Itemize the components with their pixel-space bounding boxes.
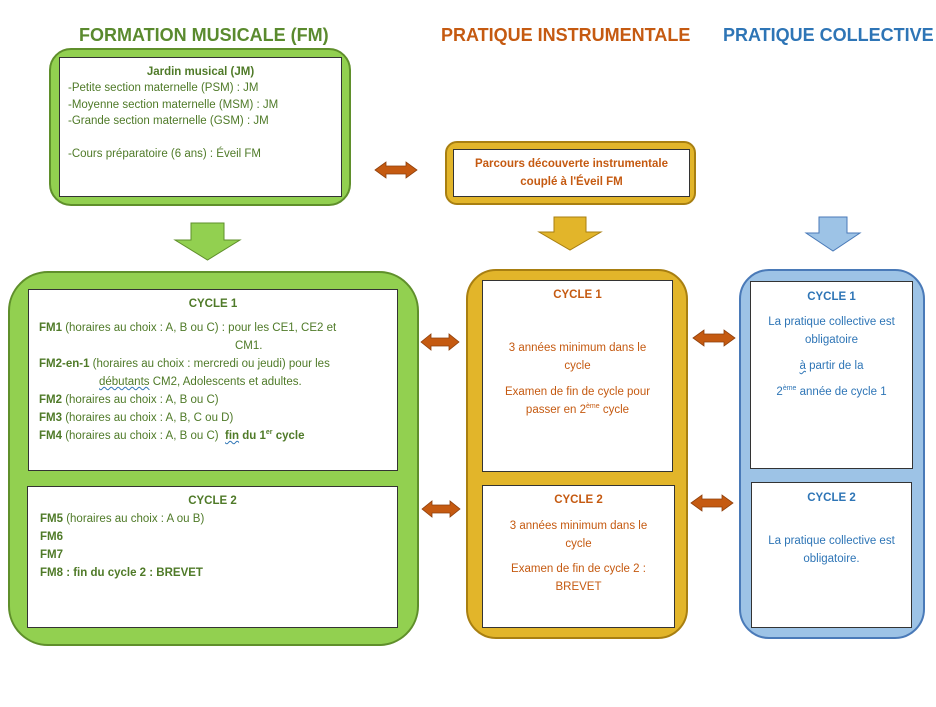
- pi-cycle1-line: Examen de fin de cycle pour: [504, 386, 651, 398]
- fm2-code: FM2: [39, 394, 62, 406]
- pc-cycle1-l3a: à: [799, 360, 806, 372]
- pi-cycle2-line: BREVET: [555, 581, 602, 593]
- pc-cycle1-l4b: année de cycle 1: [796, 386, 887, 398]
- double-arrow-icon: [690, 494, 734, 512]
- pi-cycle1-line: 3 années minimum dans le: [508, 342, 647, 354]
- fm1-code: FM1: [39, 322, 62, 334]
- pc-column-title: PRATIQUE COLLECTIVE: [723, 25, 934, 45]
- fm2-text: (horaires au choix : A, B ou C): [62, 394, 219, 406]
- fm4-text: (horaires au choix : A, B ou C): [62, 430, 219, 442]
- pc-cycle1-line: La pratique collective est: [768, 316, 895, 328]
- fm3-line: FM3 (horaires au choix : A, B, C ou D): [39, 409, 387, 427]
- jardin-line: -Moyenne section maternelle (MSM) : JM: [68, 98, 279, 111]
- fm2en1-line2: débutants CM2, Adolescents et adultes.: [39, 373, 387, 391]
- pi-cycle1-l4a: passer en 2: [525, 404, 587, 416]
- pc-cycle1-box: CYCLE 1 La pratique collective est oblig…: [750, 281, 913, 469]
- fm-column-title: FORMATION MUSICALE (FM): [79, 25, 329, 45]
- fm1-line: FM1 (horaires au choix : A, B ou C) : po…: [39, 319, 387, 337]
- fm2en1-code: FM2-en-1: [39, 358, 90, 370]
- fm5-code: FM5: [40, 513, 63, 525]
- pc-cycle1-line: 2ème année de cycle 1: [751, 383, 912, 401]
- pc-cycle1-title: CYCLE 1: [807, 291, 856, 303]
- pc-cycle2-line: La pratique collective est: [768, 535, 895, 547]
- pi-cycle2-title: CYCLE 2: [554, 494, 603, 506]
- pc-cycle1-line: à partir de la: [751, 357, 912, 375]
- pi-cycle2-line: 3 années minimum dans le: [509, 520, 648, 532]
- parcours-line: Parcours découverte instrumentale: [474, 158, 668, 170]
- jardin-box: Jardin musical (JM) -Petite section mate…: [59, 57, 342, 197]
- parcours-box: Parcours découverte instrumentale couplé…: [453, 149, 690, 197]
- fm6-line: FM6: [40, 531, 63, 543]
- double-arrow-icon: [692, 329, 736, 347]
- fm4-fin: fin: [225, 430, 240, 442]
- pc-cycle2-title: CYCLE 2: [807, 492, 856, 504]
- parcours-line: couplé à l'Éveil FM: [520, 176, 623, 188]
- jardin-line: -Cours préparatoire (6 ans) : Éveil FM: [68, 147, 262, 160]
- pi-cycle2-line: cycle: [565, 538, 592, 550]
- fm4-sup: er: [265, 429, 273, 437]
- fm7-line: FM7: [40, 549, 63, 561]
- fm2en1-debutants: débutants: [99, 376, 150, 388]
- pi-cycle1-box: CYCLE 1 3 années minimum dans le cycle E…: [482, 280, 673, 472]
- fm8-line: FM8 : fin du cycle 2 : BREVET: [40, 564, 385, 582]
- fm2en1-line: FM2-en-1 (horaires au choix : mercredi o…: [39, 355, 387, 373]
- down-arrow-icon: [173, 222, 242, 261]
- jardin-line: -Grande section maternelle (GSM) : JM: [68, 115, 269, 127]
- fm5-text: (horaires au choix : A ou B): [63, 513, 205, 525]
- fm8-text: : fin du cycle 2 : BREVET: [63, 567, 203, 579]
- fm-cycle2-title: CYCLE 2: [188, 495, 237, 507]
- down-arrow-icon: [537, 216, 603, 251]
- pi-cycle1-sup: ème: [586, 403, 600, 411]
- fm1-line2: CM1.: [235, 340, 263, 352]
- fm-cycle2-box: CYCLE 2 FM5 (horaires au choix : A ou B)…: [27, 486, 398, 628]
- pi-cycle2-line: Examen de fin de cycle 2 :: [511, 563, 646, 575]
- pi-cycle2-box: CYCLE 2 3 années minimum dans le cycle E…: [482, 485, 675, 628]
- fm4-line: FM4 (horaires au choix : A, B ou C) fin …: [39, 427, 387, 445]
- pc-cycle1-line: obligatoire: [804, 334, 859, 346]
- pi-column-title: PRATIQUE INSTRUMENTALE: [441, 25, 691, 45]
- fm1-text: (horaires au choix : A, B ou C) : pour l…: [62, 322, 337, 334]
- jardin-title: Jardin musical (JM): [146, 66, 255, 78]
- fm5-line: FM5 (horaires au choix : A ou B): [40, 510, 385, 528]
- pi-cycle1-l4b: cycle: [599, 404, 630, 416]
- pi-cycle1-line: passer en 2ème cycle: [483, 401, 672, 419]
- pc-cycle2-line: obligatoire.: [803, 553, 860, 565]
- pi-cycle1-title: CYCLE 1: [553, 289, 602, 301]
- pc-cycle1-sup: ème: [782, 385, 797, 393]
- fm8-code: FM8: [40, 567, 63, 579]
- fm4-du: du 1: [239, 430, 266, 442]
- pc-cycle1-l3b: partir de la: [805, 360, 864, 372]
- pc-cycle2-box: CYCLE 2 La pratique collective est oblig…: [751, 482, 912, 628]
- double-arrow-icon: [374, 161, 418, 179]
- fm-cycle1-box: CYCLE 1 FM1 (horaires au choix : A, B ou…: [28, 289, 398, 471]
- fm3-code: FM3: [39, 412, 62, 424]
- fm2en1-text: (horaires au choix : mercredi ou jeudi) …: [89, 358, 330, 370]
- fm4-cycle: cycle: [272, 430, 305, 442]
- fm4-code: FM4: [39, 430, 62, 442]
- pc-cycle1-l4a: 2: [776, 386, 783, 398]
- double-arrow-icon: [420, 333, 460, 351]
- fm-cycle1-title: CYCLE 1: [188, 298, 238, 310]
- fm2en1-text2: CM2, Adolescents et adultes.: [149, 376, 302, 388]
- pi-cycle1-line: cycle: [564, 360, 591, 372]
- fm3-text: (horaires au choix : A, B, C ou D): [62, 412, 234, 424]
- down-arrow-icon: [804, 216, 862, 252]
- double-arrow-icon: [421, 500, 461, 518]
- jardin-line: -Petite section maternelle (PSM) : JM: [68, 82, 259, 94]
- fm2-line: FM2 (horaires au choix : A, B ou C): [39, 391, 387, 409]
